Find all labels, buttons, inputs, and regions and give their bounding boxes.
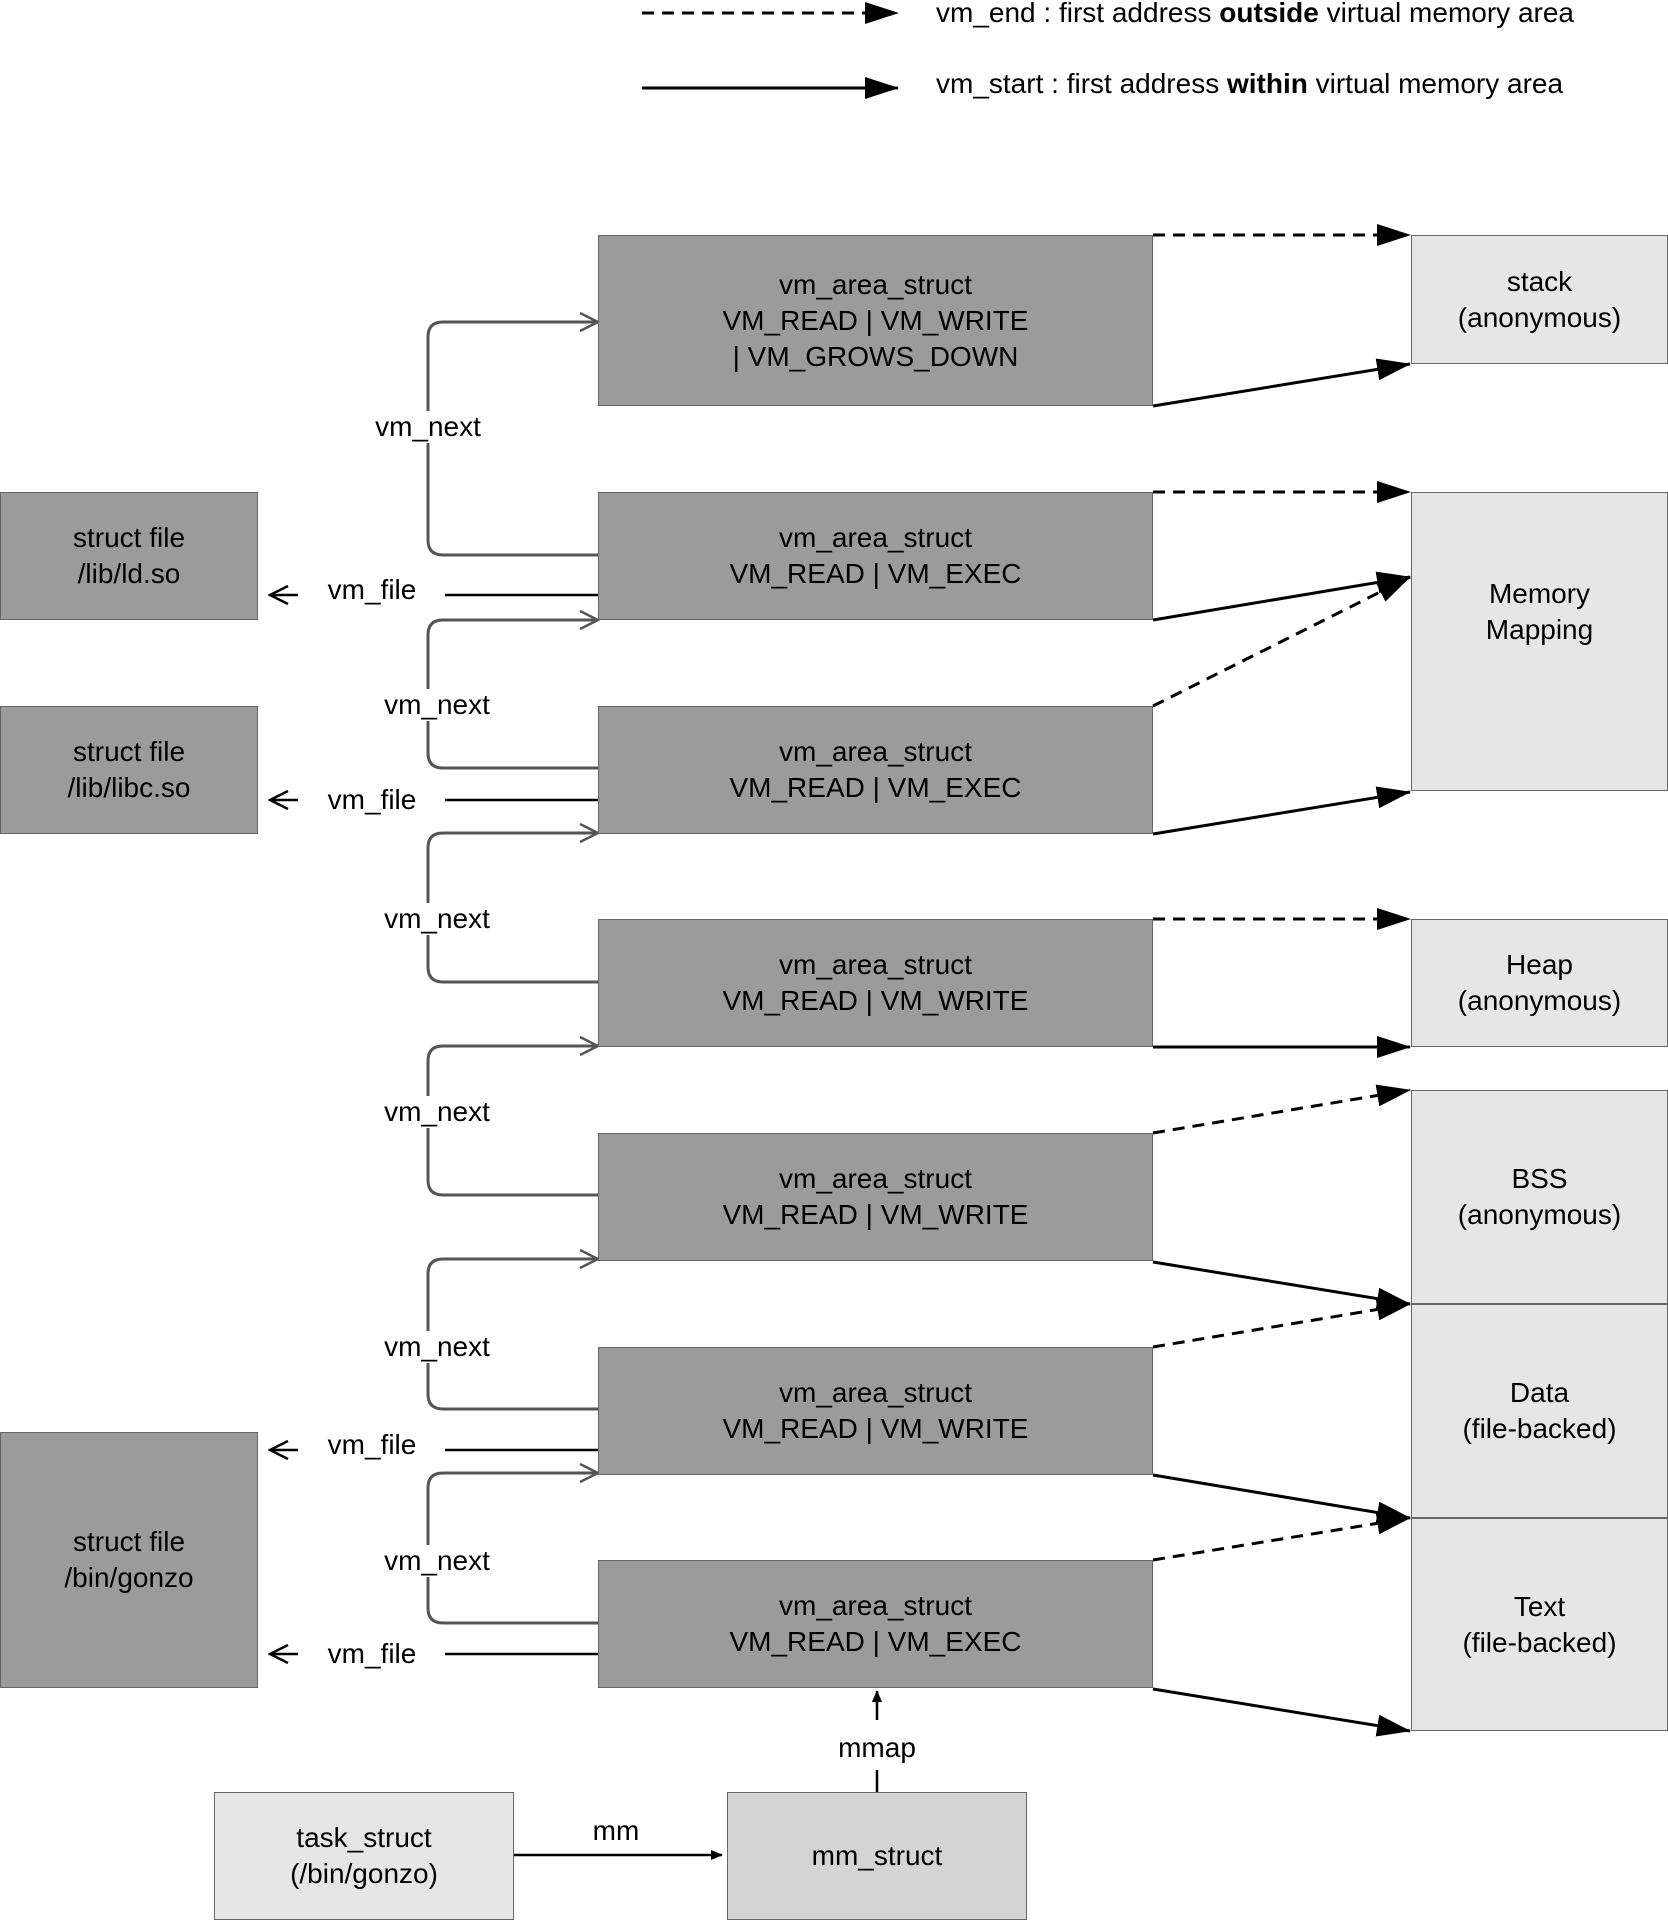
- vm-next-label: vm_next: [380, 903, 494, 935]
- vm-file-label: vm_file: [323, 1429, 421, 1461]
- mmap-label: mmap: [834, 1732, 920, 1764]
- vm-file-label: vm_file: [323, 784, 421, 816]
- vm-next-label: vm_next: [380, 1096, 494, 1128]
- mm-label: mm: [592, 1815, 640, 1846]
- mm-struct: mm_struct: [727, 1792, 1027, 1920]
- vm-end-links: [1152, 224, 1411, 1562]
- vm-next-label: vm_next: [380, 1545, 494, 1577]
- vm-start-links: [1152, 358, 1411, 1737]
- vm-file-label: vm_file: [323, 574, 421, 606]
- vm-next-label: vm_next: [380, 1331, 494, 1363]
- struct-file-ld: struct file/lib/ld.so: [0, 492, 258, 620]
- legend-start-text: vm_start : first address within virtual …: [936, 68, 1564, 99]
- region-text: Text(file-backed): [1411, 1518, 1668, 1731]
- vm-file-label: vm_file: [323, 1638, 421, 1670]
- vm-next-chain: [426, 322, 598, 1625]
- region-data: Data(file-backed): [1411, 1304, 1668, 1518]
- region-heap: Heap(anonymous): [1411, 919, 1668, 1047]
- struct-file-gonzo: struct file/bin/gonzo: [0, 1432, 258, 1688]
- vm-file-links: [270, 595, 598, 1654]
- region-stack: stack(anonymous): [1411, 235, 1668, 364]
- region-bss: BSS(anonymous): [1411, 1090, 1668, 1304]
- vm-next-label: vm_next: [371, 411, 485, 443]
- vm-next-label: vm_next: [380, 689, 494, 721]
- legend-end-text: vm_end : first address outside virtual m…: [936, 0, 1574, 28]
- struct-file-libc: struct file/lib/libc.so: [0, 706, 258, 834]
- task-struct: task_struct(/bin/gonzo): [214, 1792, 514, 1920]
